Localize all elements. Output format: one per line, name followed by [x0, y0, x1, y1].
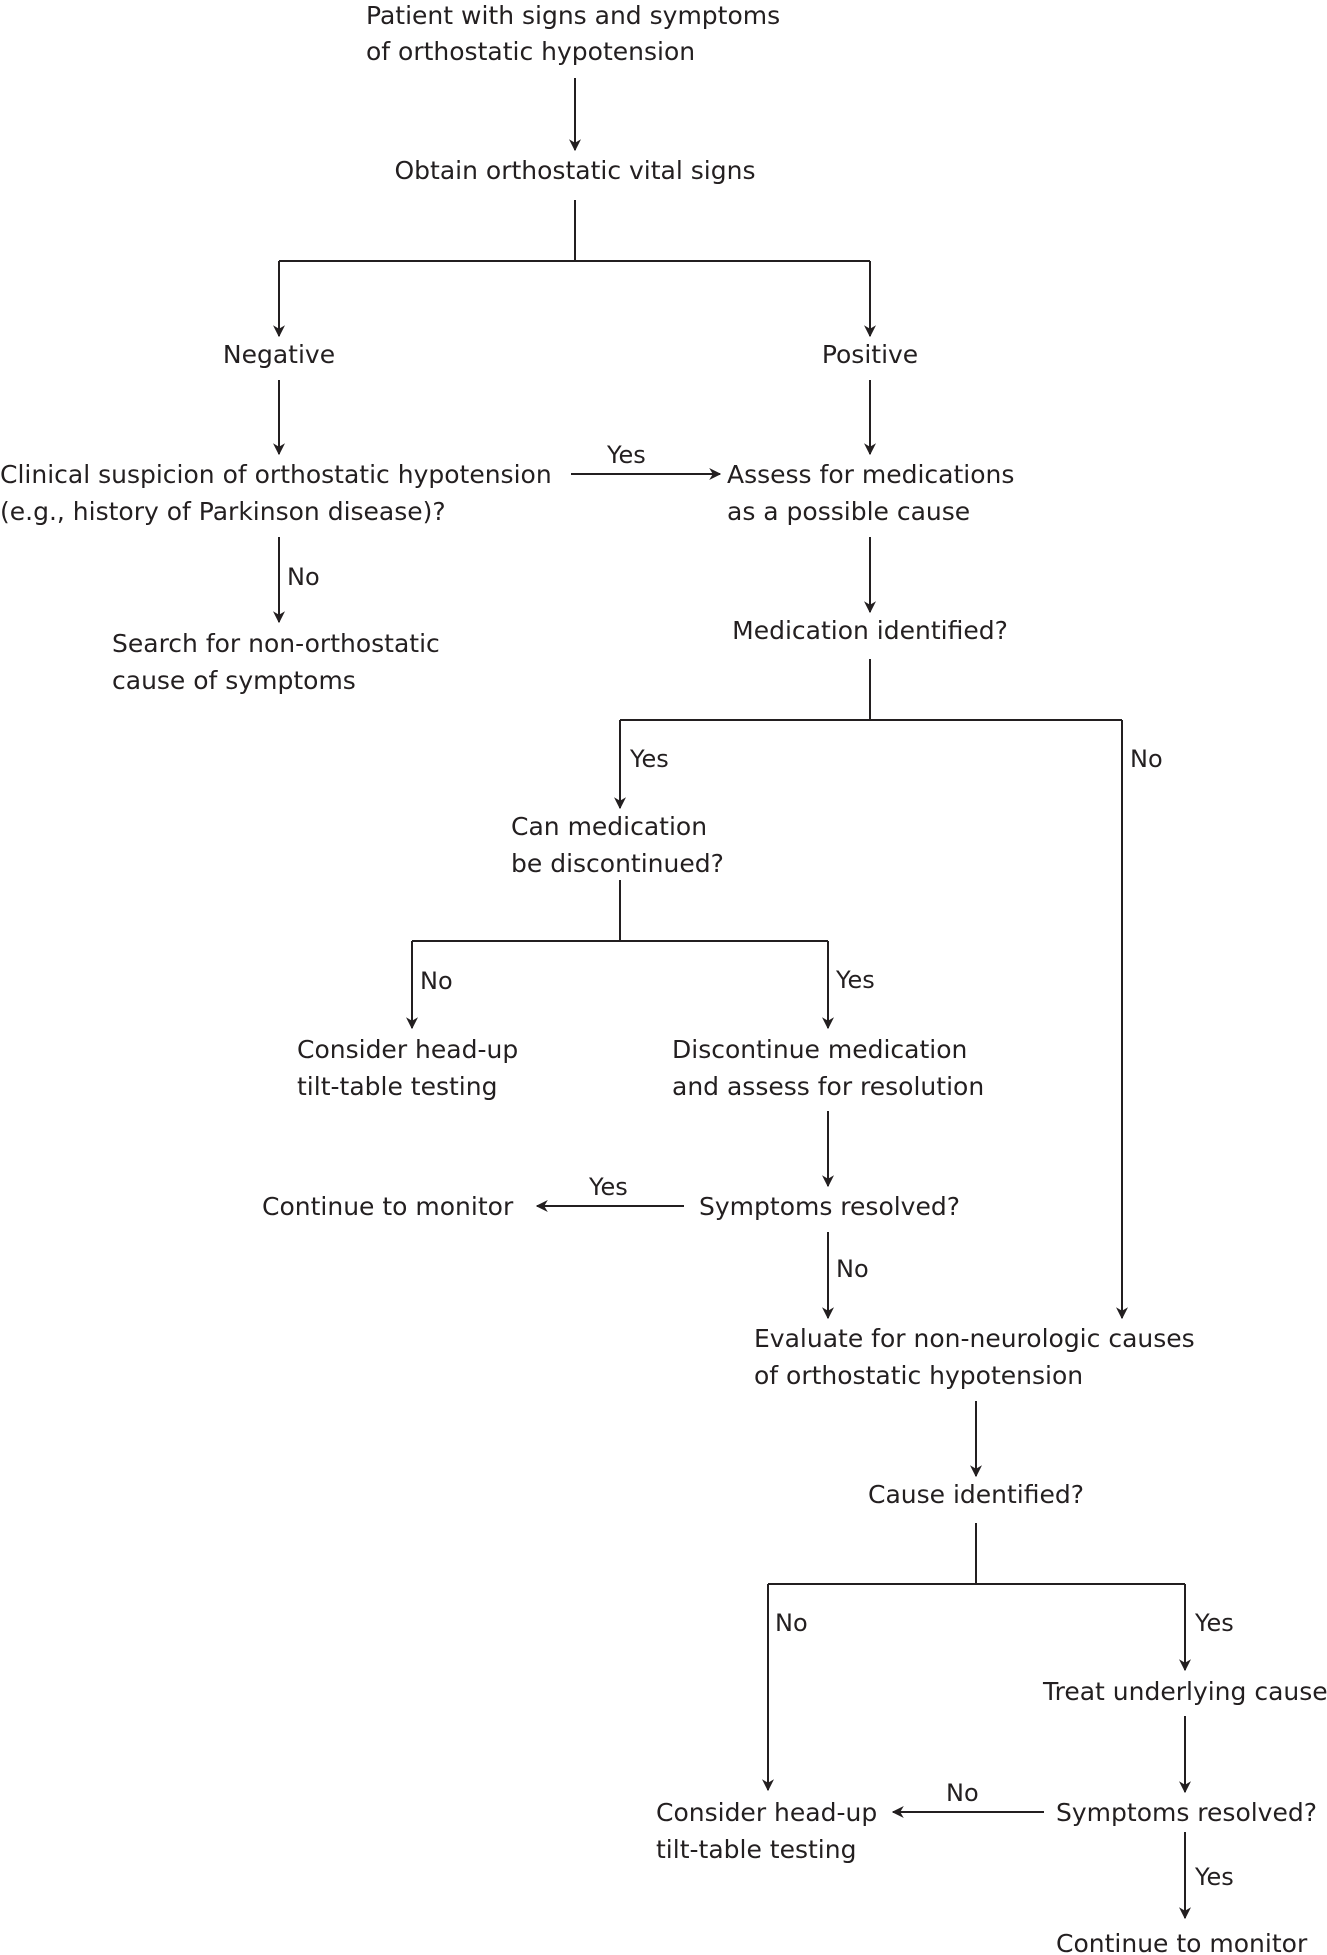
edge-label-med-yes: Yes	[629, 745, 669, 773]
node-symptoms-resolved-1: Symptoms resolved?	[699, 1192, 960, 1221]
node-medication-identified: Medication identified?	[732, 616, 1008, 645]
node-assess-line-1: Assess for medications	[727, 460, 1014, 489]
node-cause-identified: Cause identified?	[868, 1480, 1084, 1509]
node-discontinue-line-1: Discontinue medication	[672, 1035, 967, 1064]
node-positive: Positive	[822, 340, 918, 369]
node-evaluate-line-1: Evaluate for non-neurologic causes	[754, 1324, 1195, 1353]
edge-label-resolved1-yes: Yes	[588, 1173, 628, 1201]
node-negative: Negative	[223, 340, 335, 369]
node-tilt1-line-1: Consider head-up	[297, 1035, 518, 1064]
edge-labels: Yes No Yes No No Yes Yes No No Yes No Ye…	[287, 441, 1234, 1891]
node-consider-tilt-1: Consider head-up tilt-table testing	[297, 1035, 518, 1101]
node-treat-cause: Treat underlying cause	[1042, 1677, 1327, 1706]
node-start: Patient with signs and symptoms of ortho…	[366, 1, 780, 66]
node-search-non-orthostatic: Search for non-orthostatic cause of symp…	[112, 629, 440, 695]
node-can-discontinue-line-1: Can medication	[511, 812, 707, 841]
node-search-line-1: Search for non-orthostatic	[112, 629, 440, 658]
node-tilt2-line-1: Consider head-up	[656, 1798, 877, 1827]
node-continue-monitor-1: Continue to monitor	[262, 1192, 514, 1221]
node-can-discontinue: Can medication be discontinued?	[511, 812, 724, 878]
node-assess-medications: Assess for medications as a possible cau…	[727, 460, 1014, 526]
node-start-line-2: of orthostatic hypotension	[366, 37, 695, 66]
edge-label-clinical-yes: Yes	[606, 441, 646, 469]
node-tilt1-line-2: tilt-table testing	[297, 1072, 497, 1101]
node-obtain-vitals: Obtain orthostatic vital signs	[395, 156, 756, 185]
edge-label-resolved1-no: No	[836, 1255, 869, 1283]
node-clinical-line-2: (e.g., history of Parkinson disease)?	[0, 497, 446, 526]
node-continue-monitor-2: Continue to monitor	[1056, 1929, 1308, 1955]
edge-label-discontinue-no: No	[420, 967, 453, 995]
node-clinical-suspicion: Clinical suspicion of orthostatic hypote…	[0, 460, 552, 526]
edge-label-discontinue-yes: Yes	[835, 966, 875, 994]
node-discontinue-line-2: and assess for resolution	[672, 1072, 984, 1101]
node-search-line-2: cause of symptoms	[112, 666, 356, 695]
edge-label-resolved2-no: No	[946, 1779, 979, 1807]
node-tilt2-line-2: tilt-table testing	[656, 1835, 856, 1864]
edge-label-clinical-no: No	[287, 563, 320, 591]
node-start-line-1: Patient with signs and symptoms	[366, 1, 780, 30]
node-evaluate-non-neurologic: Evaluate for non-neurologic causes of or…	[754, 1324, 1195, 1390]
edge-label-cause-yes: Yes	[1194, 1609, 1234, 1637]
node-consider-tilt-2: Consider head-up tilt-table testing	[656, 1798, 877, 1864]
node-discontinue-medication: Discontinue medication and assess for re…	[672, 1035, 984, 1101]
edge-label-med-no: No	[1130, 745, 1163, 773]
node-clinical-line-1: Clinical suspicion of orthostatic hypote…	[0, 460, 552, 489]
edge-label-resolved2-yes: Yes	[1194, 1863, 1234, 1891]
edge-label-cause-no: No	[775, 1609, 808, 1637]
connectors	[273, 78, 1191, 1920]
node-evaluate-line-2: of orthostatic hypotension	[754, 1361, 1083, 1390]
node-assess-line-2: as a possible cause	[727, 497, 970, 526]
node-can-discontinue-line-2: be discontinued?	[511, 849, 724, 878]
node-symptoms-resolved-2: Symptoms resolved?	[1056, 1798, 1317, 1827]
